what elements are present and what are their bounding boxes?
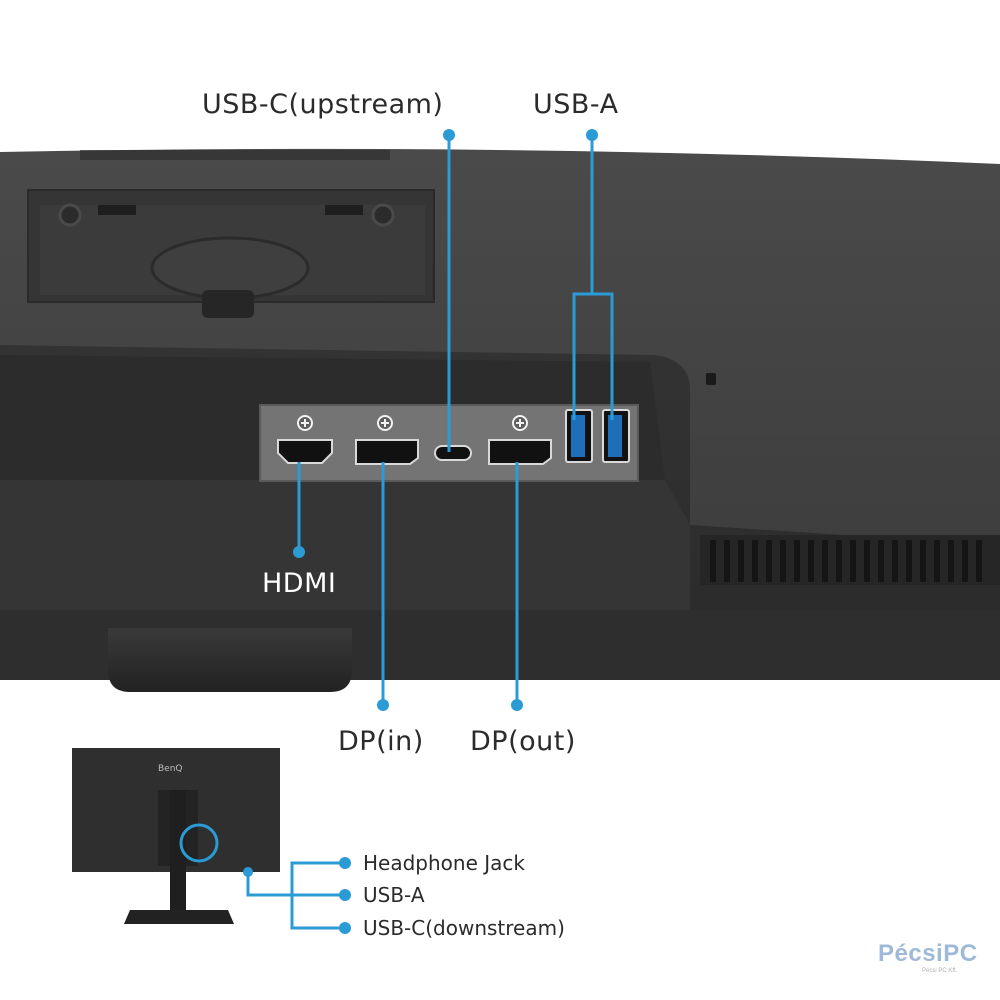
stand-mount-hub xyxy=(150,236,310,300)
engraved-logo xyxy=(80,150,390,160)
inset-brand-text: BenQ xyxy=(158,764,183,774)
label-side-usb-a: USB-A xyxy=(363,883,425,907)
label-headphone-jack: Headphone Jack xyxy=(363,851,525,875)
label-dp-out: DP(out) xyxy=(470,726,576,757)
label-dp-in: DP(in) xyxy=(338,726,424,757)
label-usb-c-downstream: USB-C(downstream) xyxy=(363,916,565,940)
label-usb-c-upstream: USB-C(upstream) xyxy=(202,89,444,120)
watermark-logo: PécsiPC xyxy=(878,940,978,967)
label-hdmi: HDMI xyxy=(262,568,337,599)
stand-latch xyxy=(202,290,254,318)
inset-highlight-circle xyxy=(179,823,219,863)
watermark-subtext: Pécsi PC Kft. xyxy=(922,968,958,974)
vent-grille xyxy=(700,535,1000,585)
mount-screw-hole xyxy=(371,203,395,227)
inset-side-port-bracket xyxy=(246,872,292,897)
kensington-slot xyxy=(706,373,716,385)
dp-out-port xyxy=(488,439,552,465)
hdmi-port xyxy=(277,439,333,464)
inset-monitor-thumbnail xyxy=(72,748,280,924)
label-usb-a-top: USB-A xyxy=(533,89,619,120)
usb-c-upstream-port xyxy=(434,445,472,461)
stand-neck xyxy=(108,628,352,692)
usb-a-bracket xyxy=(572,292,614,420)
mount-screw-hole xyxy=(58,203,82,227)
dp-in-port xyxy=(355,439,419,465)
